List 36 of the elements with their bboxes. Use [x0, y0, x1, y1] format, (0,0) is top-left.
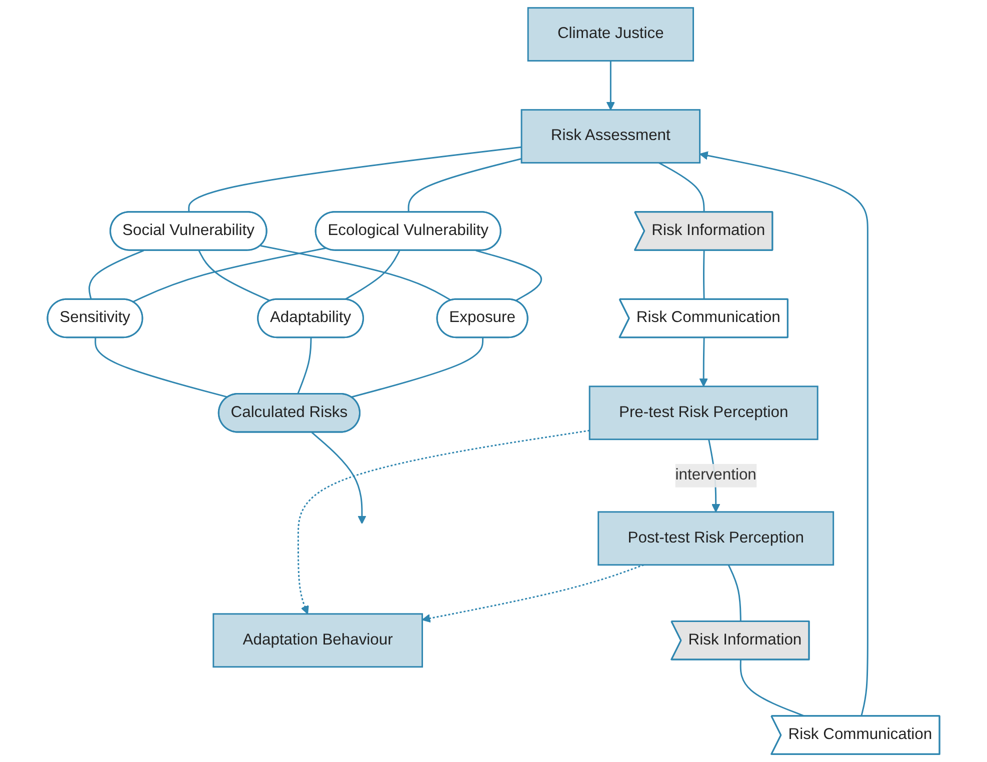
connector-line — [422, 564, 644, 623]
connector-line — [408, 158, 522, 212]
process-box: Post-test Risk Perception — [598, 511, 834, 566]
process-box: Risk Assessment — [520, 109, 701, 164]
process-box: Pre-test Risk Perception — [588, 386, 818, 440]
process-box: Climate Justice — [527, 7, 694, 62]
connector-line — [132, 247, 326, 303]
connector-line — [311, 432, 366, 524]
ellipse-node: Social Vulnerability — [110, 211, 268, 251]
ellipse-node: Ecological Vulnerability — [314, 211, 502, 251]
ellipse-node: Exposure — [436, 298, 528, 338]
banner-arrow: Risk Information — [634, 211, 774, 251]
connector-line — [728, 564, 742, 622]
connector-line — [88, 250, 144, 300]
connector-line — [344, 250, 400, 300]
ellipse-node: Sensitivity — [46, 298, 144, 338]
ellipse-node: Calculated Risks — [218, 393, 360, 433]
connector-line — [703, 250, 705, 300]
banner-arrow: Risk Communication — [618, 298, 788, 338]
connector-line — [351, 338, 484, 398]
connector-line — [699, 151, 868, 717]
connector-line — [476, 250, 542, 302]
connector-line — [297, 430, 590, 614]
connector-line — [606, 60, 615, 110]
connector-line — [260, 245, 452, 302]
edge-label: intervention — [675, 464, 756, 488]
connector-line — [188, 146, 522, 212]
connector-line — [699, 338, 708, 387]
banner-arrow: Risk Communication — [770, 715, 940, 755]
process-box: Adaptation Behaviour — [212, 613, 423, 668]
connector-line — [198, 250, 271, 302]
ellipse-node: Adaptability — [257, 298, 364, 338]
connector-line — [297, 338, 312, 395]
banner-arrow: Risk Information — [670, 620, 810, 660]
connector-line — [658, 162, 705, 212]
connector-line — [94, 338, 228, 398]
